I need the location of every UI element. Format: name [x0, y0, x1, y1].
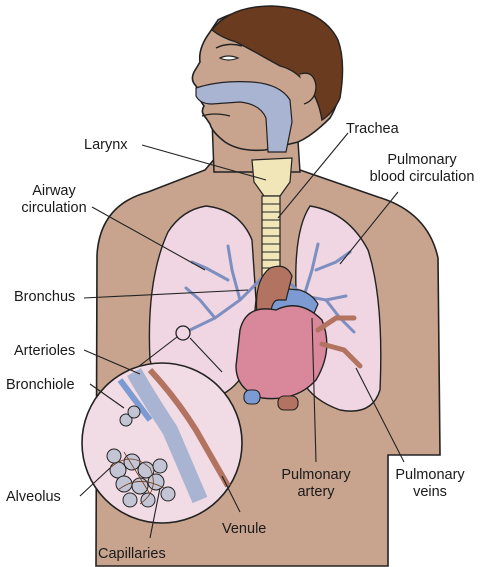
- leader-lines: [79, 132, 405, 539]
- pulmonary-artery-line1: Pulmonary: [281, 467, 351, 483]
- aorta-bottom: [243, 389, 261, 405]
- vena-cava-bottom: [277, 395, 299, 411]
- larynx-label: Larynx: [84, 137, 128, 153]
- airway-circulation-line1: Airway: [32, 183, 76, 199]
- airway-circulation-line2: circulation: [21, 200, 87, 216]
- bronchus-label: Bronchus: [14, 289, 76, 305]
- arterioles-label: Arterioles: [14, 343, 76, 359]
- airway-circulation-label: Airway circulation: [10, 183, 98, 217]
- pulmonary-veins-label: Pulmonary veins: [384, 467, 476, 501]
- pulmonary-vein-branches: [315, 315, 363, 369]
- hair: [211, 5, 344, 122]
- venule-label: Venule: [222, 521, 267, 537]
- nasal-airway: [195, 81, 293, 153]
- pulmonary-blood-circulation-line1: Pulmonary: [387, 152, 457, 168]
- bronchiole-label: Bronchiole: [6, 377, 75, 393]
- aorta: [255, 265, 293, 323]
- pulmonary-blood-circulation-label: Pulmonary blood circulation: [364, 152, 480, 186]
- eye: [218, 55, 240, 61]
- pulmonary-veins-line2: veins: [413, 484, 447, 500]
- inset-vessels: [117, 367, 231, 504]
- mouth: [201, 113, 231, 117]
- pulmonary-blood-circulation-line2: blood circulation: [369, 169, 475, 185]
- ear: [299, 72, 317, 105]
- pulmonary-veins-line1: Pulmonary: [395, 467, 465, 483]
- alveolus-label: Alveolus: [6, 489, 61, 505]
- eyebrow: [215, 43, 243, 49]
- trachea-label: Trachea: [346, 121, 399, 137]
- pulmonary-artery-label: Pulmonary artery: [270, 467, 362, 501]
- pulmonary-artery-line2: artery: [297, 484, 335, 500]
- capillaries-label: Capillaries: [98, 546, 166, 562]
- capillary-mesh: [109, 451, 165, 505]
- magnification-marker: [175, 325, 191, 341]
